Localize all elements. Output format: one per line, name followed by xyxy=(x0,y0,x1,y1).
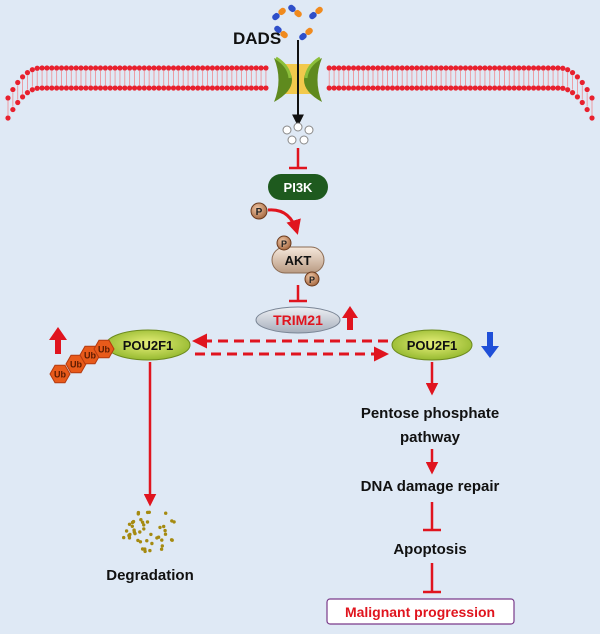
pou2f1-left-up-arrow-icon xyxy=(49,327,67,354)
pentose-label-line2: pathway xyxy=(400,429,461,446)
ub-label: Ub xyxy=(54,370,66,380)
degradation-label: Degradation xyxy=(106,567,194,584)
pou2f1-right-down-arrow-icon xyxy=(481,332,499,358)
ub-label: Ub xyxy=(84,351,96,361)
akt-phospho-top: P xyxy=(281,239,287,249)
degradation-particles-icon xyxy=(122,510,176,554)
akt-phospho-bottom: P xyxy=(309,275,315,285)
dna-repair-label: DNA damage repair xyxy=(361,478,500,495)
pi3k-node: PI3K xyxy=(268,174,328,200)
pou2f1-right-node: POU2F1 xyxy=(391,329,473,361)
inhibit-pi3k-arrow xyxy=(289,148,307,170)
dads-label: DADS xyxy=(233,29,281,48)
malignant-label: Malignant progression xyxy=(345,604,495,620)
trim21-node: TRIM21 xyxy=(255,306,341,334)
membrane-channel-icon xyxy=(274,56,322,102)
inhibit-trim21-arrow xyxy=(289,285,307,303)
phosphate-left: P xyxy=(250,202,268,220)
akt-label: AKT xyxy=(285,253,312,268)
dads-molecule-icons xyxy=(272,4,323,41)
inhibit-malignant-arrow xyxy=(423,563,441,594)
trim21-label: TRIM21 xyxy=(273,312,323,328)
apoptosis-label: Apoptosis xyxy=(393,541,466,558)
phosphorylation-arrow xyxy=(267,208,301,235)
ub-label: Ub xyxy=(70,360,82,370)
pou2f1-right-label: POU2F1 xyxy=(407,338,458,353)
trim21-up-arrow-icon xyxy=(342,306,358,330)
akt-node: AKT P P xyxy=(271,235,325,287)
ub-label: Ub xyxy=(98,345,110,355)
pentose-label-line1: Pentose phosphate xyxy=(361,405,499,422)
cell-membrane xyxy=(5,65,595,121)
pou2f1-left-node: POU2F1 xyxy=(105,329,191,361)
svg-text:P: P xyxy=(256,207,263,218)
malignant-progression-box: Malignant progression xyxy=(326,598,515,625)
pi3k-label: PI3K xyxy=(284,180,314,195)
pou2f1-left-label: POU2F1 xyxy=(123,338,174,353)
inhibit-apoptosis-arrow xyxy=(423,502,441,532)
metabolite-cluster-icon xyxy=(282,122,314,145)
